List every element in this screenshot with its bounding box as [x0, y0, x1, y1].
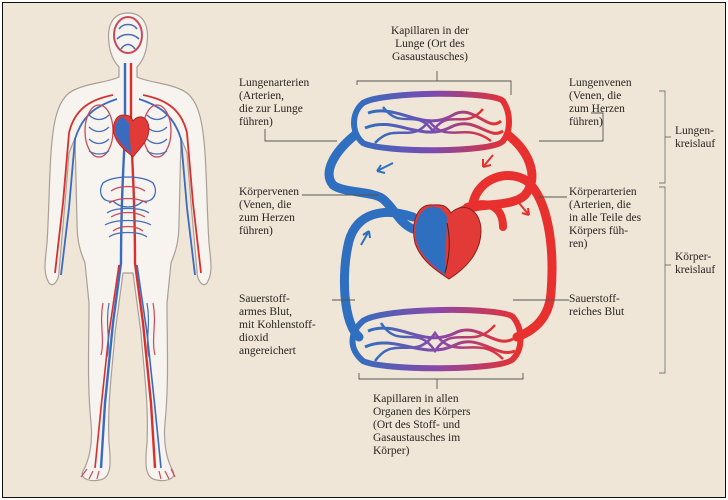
arrow-red-top [483, 155, 493, 167]
label-capillaries-lung: Kapillaren in der Lunge (Ort des Gasaust… [391, 25, 469, 64]
label-pulmonary-circulation: Lungen- kreislauf [675, 125, 715, 151]
arrow-blue-left [361, 231, 370, 245]
circulation-brackets [659, 91, 671, 373]
body-capillary-bed [353, 310, 521, 368]
label-deoxygenated-blood: Sauerstoff- armes Blut, mit Kohlenstoff-… [239, 293, 316, 358]
label-systemic-circulation: Körper- kreislauf [675, 251, 715, 277]
lung-capillary-bed [354, 94, 509, 151]
label-capillaries-body: Kapillaren in allen Organen des Körpers … [373, 393, 471, 458]
human-body-figure [45, 13, 211, 481]
body-silhouette [45, 13, 211, 481]
bracket-systemic [659, 187, 671, 373]
arrow-blue-top [377, 163, 393, 173]
label-pulmonary-arteries: Lungenarterien (Arterien, die zur Lunge … [239, 77, 309, 129]
label-body-veins: Körpervenen (Venen, die zum Herzen führe… [239, 186, 299, 238]
label-body-arteries: Körperarterien (Arterien, die in alle Te… [569, 186, 641, 251]
label-pulmonary-veins: Lungenvenen (Venen, die zum Herzen führe… [569, 77, 632, 129]
bracket-pulmonary [659, 91, 671, 183]
label-oxygenated-blood: Sauerstoff- reiches Blut [569, 293, 624, 319]
heart-diagram [414, 205, 481, 279]
arrow-red-right [519, 203, 529, 215]
